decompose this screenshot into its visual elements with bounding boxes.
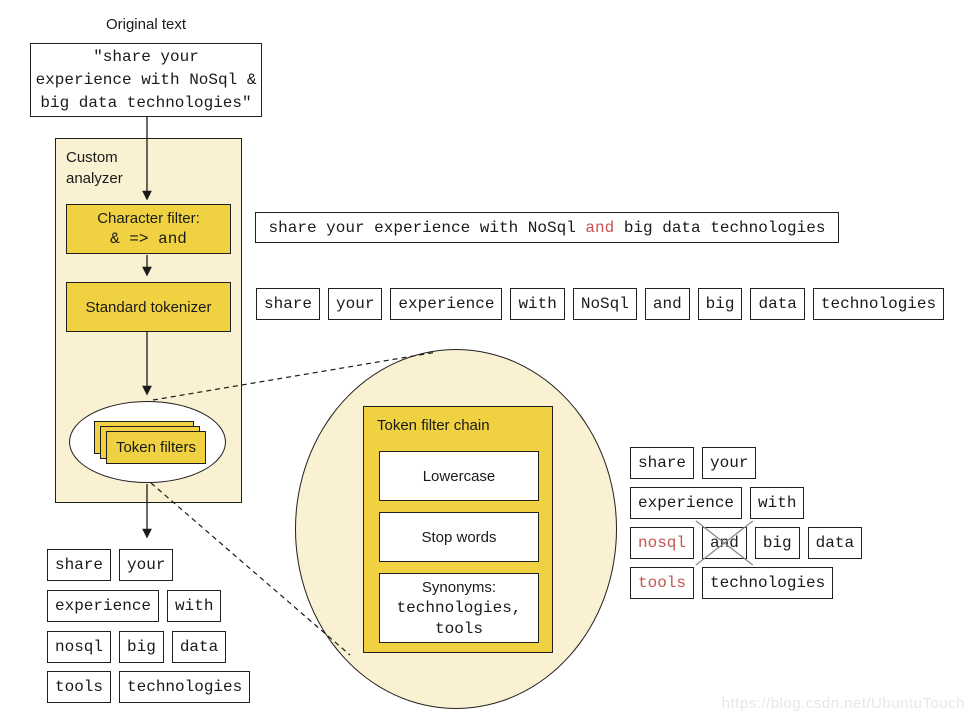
synonyms-filter-box: Synonyms: technologies, tools (379, 573, 539, 643)
character-filter-title: Character filter: (97, 210, 200, 227)
token: technologies (702, 567, 834, 599)
standard-tokenizer-box: Standard tokenizer (66, 282, 231, 332)
character-filter-box: Character filter: & => and (66, 204, 231, 254)
token: data (807, 527, 863, 559)
filtered-tokens-row-4: tools technologies (630, 567, 834, 599)
synonyms-value: tools (434, 619, 483, 638)
token-tools-added: tools (630, 567, 695, 599)
original-text-line: experience with NoSql & (35, 70, 257, 89)
cf-text-before: share your experience with NoSql (268, 218, 586, 237)
final-tokens-row-1: share your (47, 549, 174, 581)
token: technologies (812, 288, 945, 320)
synonyms-value: technologies, (396, 598, 522, 617)
custom-analyzer-label: Custom analyzer (66, 149, 123, 187)
filtered-tokens-row-3: nosql and big data (630, 527, 863, 559)
stop-words-filter-box: Stop words (379, 512, 539, 562)
token: data (750, 288, 805, 320)
token: your (119, 549, 174, 581)
token: and (644, 288, 690, 320)
token: technologies (119, 671, 251, 703)
token: with (167, 590, 222, 622)
cf-text-after: big data technologies (614, 218, 826, 237)
original-text-box: "share your experience with NoSql & big … (30, 43, 262, 117)
token: your (702, 447, 757, 479)
filtered-tokens-row-2: experience with (630, 487, 805, 519)
original-text-label: Original text (105, 16, 187, 33)
token-filter-chain-box: Token filter chain Lowercase Stop words … (363, 406, 553, 653)
token: NoSql (572, 288, 637, 320)
cf-text-and: and (585, 218, 615, 237)
token: share (47, 549, 112, 581)
token: big (697, 288, 743, 320)
char-filtered-text-box: share your experience with NoSql and big… (255, 212, 839, 243)
watermark: https://blog.csdn.net/UbuntuTouch (721, 695, 965, 712)
token: share (630, 447, 695, 479)
lowercase-filter-box: Lowercase (379, 451, 539, 501)
token: nosql (47, 631, 112, 663)
original-text-line: "share your (93, 47, 199, 66)
token-filter-chain-title: Token filter chain (377, 417, 490, 434)
token: tools (47, 671, 112, 703)
token-and-removed: and (702, 527, 747, 559)
token: data (171, 631, 227, 663)
token: with (750, 487, 805, 519)
token: with (510, 288, 565, 320)
token: big (754, 527, 800, 559)
token: experience (47, 590, 160, 622)
token: your (328, 288, 383, 320)
token: share (256, 288, 321, 320)
synonyms-title: Synonyms: (421, 578, 497, 596)
character-filter-rule: & => and (110, 230, 187, 248)
token-filters-ellipse: Token filters (69, 401, 226, 483)
token: big (119, 631, 164, 663)
tokenizer-output-row: share your experience with NoSql and big… (256, 288, 945, 320)
final-tokens-row-2: experience with (47, 590, 222, 622)
token: experience (390, 288, 503, 320)
final-tokens-row-3: nosql big data (47, 631, 227, 663)
token-nosql: nosql (630, 527, 695, 559)
filtered-tokens-row-1: share your (630, 447, 757, 479)
token-filters-label: Token filters (106, 431, 206, 464)
token: experience (630, 487, 743, 519)
custom-analyzer-panel: Custom analyzer Character filter: & => a… (55, 138, 242, 503)
original-text-line: big data technologies" (40, 93, 252, 112)
final-tokens-row-4: tools technologies (47, 671, 251, 703)
